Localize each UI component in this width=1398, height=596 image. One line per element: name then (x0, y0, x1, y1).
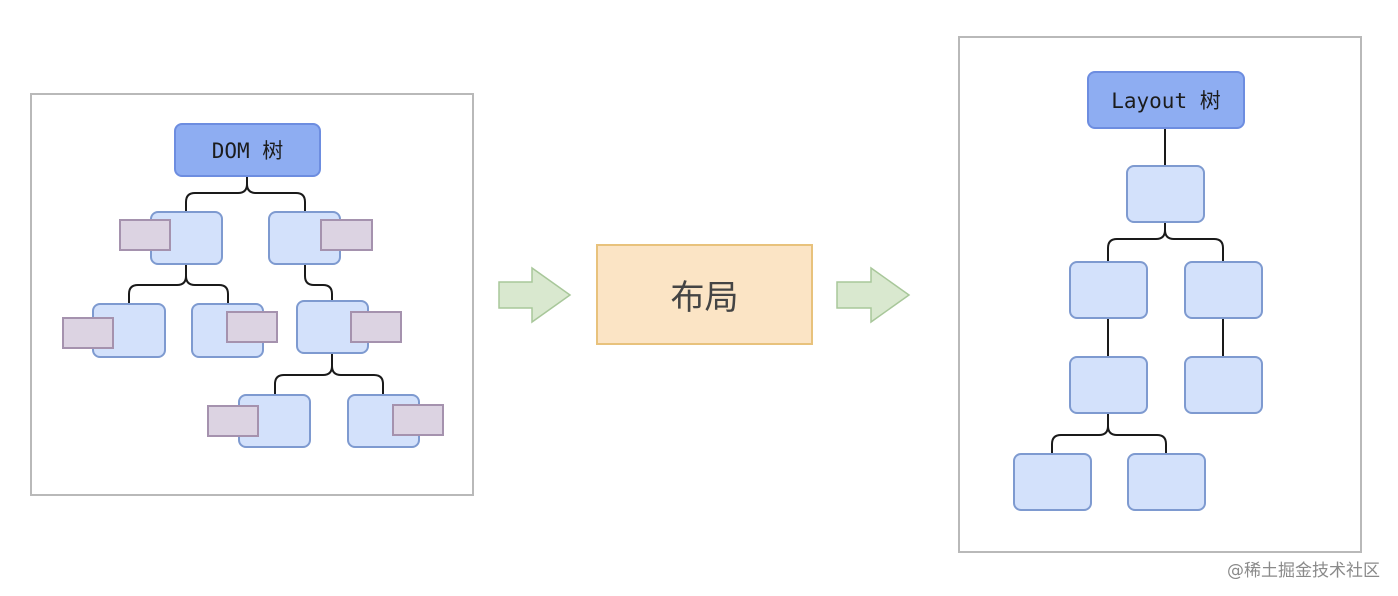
layout-node (1069, 356, 1148, 414)
layout-node (1184, 356, 1263, 414)
watermark: @稀土掘金技术社区 (1227, 561, 1380, 581)
dom-tree-connectors (128, 177, 384, 394)
layout-node (1126, 165, 1205, 223)
dom-tree-title: DOM 树 (174, 123, 321, 177)
layout-tree-title: Layout 树 (1087, 71, 1245, 129)
arrow-right-icon (836, 266, 911, 324)
dom-attribute (62, 317, 114, 349)
layout-node (1013, 453, 1092, 511)
arrow-right-icon (498, 266, 572, 324)
layout-node (1184, 261, 1263, 319)
dom-attribute (226, 311, 278, 343)
dom-attribute (119, 219, 171, 251)
layout-node (1069, 261, 1148, 319)
layout-node (1127, 453, 1206, 511)
dom-attribute (320, 219, 373, 251)
dom-attribute (207, 405, 259, 437)
layout-tree-connectors (1051, 129, 1224, 453)
dom-attribute (392, 404, 444, 436)
dom-attribute (350, 311, 402, 343)
layout-process-box: 布局 (596, 244, 813, 345)
